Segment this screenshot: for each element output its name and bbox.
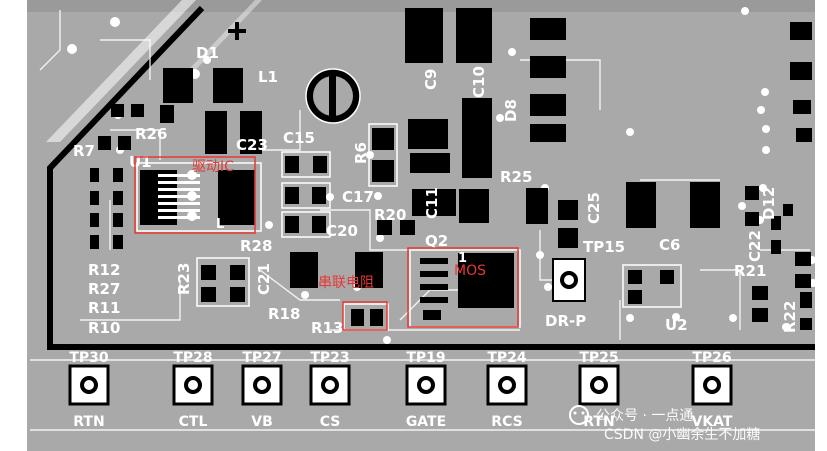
test-point-hole	[184, 376, 202, 394]
smd-pads	[90, 8, 812, 330]
test-point-net: CS	[320, 414, 341, 430]
label-c6: C6	[659, 236, 680, 254]
watermark-csdn: CSDN @小幽余生不加糖	[604, 426, 760, 443]
label-u1: U1	[129, 153, 152, 171]
label-d1: D1	[196, 44, 219, 62]
watermarks: 公众号 · 一点通 CSDN @小幽余生不加糖	[569, 405, 760, 443]
test-point-id: TP26	[692, 350, 731, 366]
wechat-icon-eye-left	[573, 411, 577, 415]
left-margin	[0, 0, 27, 451]
label-r7: R7	[73, 142, 95, 160]
diagonal-track-2	[175, 0, 262, 84]
dr-p-pad	[552, 258, 586, 302]
label-r21: R21	[734, 262, 766, 280]
test-point-net: VB	[251, 414, 273, 430]
test-point-hole	[498, 376, 516, 394]
top-copper-band	[27, 0, 815, 12]
label-r23: R23	[175, 263, 193, 295]
test-point-hole	[253, 376, 271, 394]
label-r10: R10	[88, 319, 120, 337]
u1-pins	[158, 174, 200, 219]
wechat-icon-eye-right	[581, 411, 585, 415]
label-r20: R20	[374, 206, 406, 224]
test-point-net: CTL	[179, 414, 208, 430]
label-r28: R28	[240, 237, 272, 255]
test-point-id: TP28	[173, 350, 212, 366]
test-point-id: TP24	[487, 350, 527, 366]
label-r11: R11	[88, 299, 120, 317]
test-point-hole	[321, 376, 339, 394]
label-q2: Q2	[425, 232, 448, 250]
label-c17: C17	[342, 188, 374, 206]
label-r12: R12	[88, 261, 120, 279]
label-l1: L1	[258, 68, 278, 86]
annotations: 驱动IC 串联电阻 MOS	[134, 156, 519, 331]
right-margin	[815, 0, 827, 451]
label-d12: D12	[760, 187, 778, 220]
test-point-id: TP27	[242, 350, 281, 366]
polarity-mark	[228, 22, 246, 40]
driver-ic-label: 驱动IC	[192, 159, 234, 175]
label-r27: R27	[88, 280, 120, 298]
test-point-id: TP25	[579, 350, 618, 366]
board-outline	[47, 5, 815, 350]
test-point-net: RCS	[491, 414, 522, 430]
label-u2: U2	[665, 316, 688, 334]
label-c25: C25	[585, 192, 603, 224]
label-r25: R25	[500, 168, 532, 186]
label-r6: R6	[352, 142, 370, 164]
label-c20: C20	[326, 222, 358, 240]
label-c9: C9	[422, 69, 440, 90]
label-l-mark: L	[216, 217, 224, 232]
label-dr-p: DR-P	[545, 312, 586, 330]
label-c23: C23	[236, 136, 268, 154]
label-d8: D8	[502, 99, 520, 122]
series-resistor-box	[342, 301, 388, 331]
series-resistor-label: 串联电阻	[318, 275, 374, 291]
wechat-icon	[569, 405, 589, 425]
mos-box	[407, 247, 519, 328]
vias	[67, 7, 817, 344]
label-r22: R22	[781, 301, 799, 333]
label-c21: C21	[255, 263, 273, 295]
test-point-net: GATE	[406, 414, 446, 430]
test-point-id: TP30	[69, 350, 109, 366]
label-r18: R18	[268, 305, 300, 323]
label-c22: C22	[746, 230, 764, 262]
test-point-hole	[80, 376, 98, 394]
watermark-channel: 公众号 · 一点通	[596, 408, 693, 424]
test-point-net: VKAT	[692, 414, 733, 430]
diagonal-track	[46, 0, 196, 142]
driver-ic-box	[134, 156, 256, 234]
inductor-l1-body	[305, 68, 361, 124]
test-point-id: TP19	[406, 350, 445, 366]
silkscreen: D1 L1 R26 C23 C15 R6 C9 C10 D8 R7 U1 C17…	[73, 44, 799, 337]
label-c15: C15	[283, 129, 315, 147]
test-point-hole	[590, 376, 608, 394]
label-c10: C10	[470, 66, 488, 98]
test-point-hole	[417, 376, 435, 394]
label-c11: C11	[423, 187, 441, 219]
test-point-hole	[703, 376, 721, 394]
test-point-id: TP23	[310, 350, 349, 366]
label-tp15: TP15	[583, 238, 625, 256]
mos-label: MOS	[454, 263, 486, 279]
test-point-net: RTN	[73, 414, 104, 430]
test-point-net: RTN	[583, 414, 614, 430]
label-r26: R26	[135, 125, 167, 143]
label-r13: R13	[311, 319, 343, 337]
label-pin1-mark: 1	[458, 251, 467, 266]
